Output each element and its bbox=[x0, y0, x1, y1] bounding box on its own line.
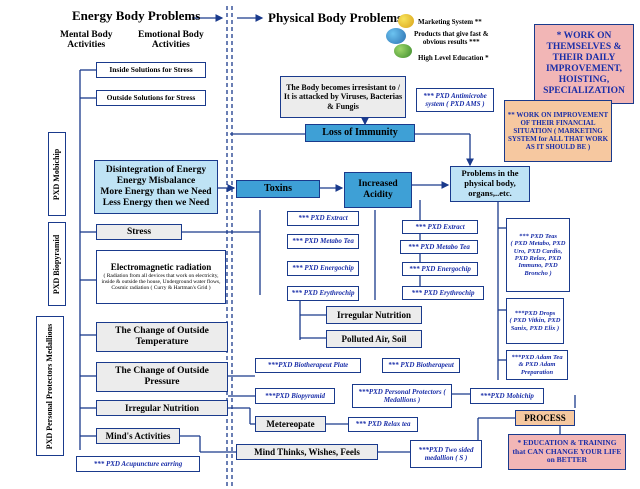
irregular-nutrition-left: Irregular Nutrition bbox=[96, 400, 228, 416]
pxd-adam-tea-product[interactable]: ***PXD Adam Tea & PXD Adam Preparation bbox=[506, 350, 568, 380]
polluted-air-soil: Polluted Air, Soil bbox=[326, 330, 422, 348]
globe-icon bbox=[386, 28, 406, 44]
pxd-mobichip-vertical-label: PXD Mobichip bbox=[48, 132, 66, 216]
outside-stress-solutions[interactable]: Outside Solutions for Stress bbox=[96, 90, 206, 106]
inside-stress-solutions[interactable]: Inside Solutions for Stress bbox=[96, 62, 206, 78]
stress-box: Stress bbox=[96, 224, 182, 240]
mid-energochip-product[interactable]: *** PXD Energochip bbox=[287, 261, 359, 276]
legend-marketing: Marketing System ** bbox=[418, 18, 482, 26]
right-erythrochip-product[interactable]: *** PXD Erythrochip bbox=[402, 286, 484, 300]
work-on-financial-panel: ** WORK ON IMPROVEMENT OF THEIR FINANCIA… bbox=[504, 100, 612, 162]
process-button[interactable]: PROCESS bbox=[515, 410, 575, 426]
mid-metabo-tea-product[interactable]: *** PXD Metabo Tea bbox=[287, 234, 359, 249]
pxd-medallions-vertical-label: PXD Personal Protectors Medallions bbox=[36, 316, 64, 456]
increased-acidity-box: Increased Acidity bbox=[344, 172, 412, 208]
antimicrobe-product[interactable]: *** PXD Antimicrobe system ( PXD AMS ) bbox=[416, 88, 494, 112]
disintegration-of-energy-box: Disintegration of Energy Energy Misbalan… bbox=[94, 160, 218, 214]
electromagnetic-radiation-box: Electromagnetic radiation ( Radiation fr… bbox=[96, 250, 226, 304]
right-metabo-tea-product[interactable]: *** PXD Metabo Tea bbox=[400, 240, 478, 254]
work-on-themselves-panel: * WORK ON THEMSELVES & THEIR DAILY IMPRO… bbox=[534, 24, 634, 104]
mid-extract-product[interactable]: *** PXD Extract bbox=[287, 211, 359, 226]
globe-icon bbox=[394, 44, 412, 58]
body-irresistant-box: The Body becomes irresistant to / It is … bbox=[280, 76, 406, 118]
em-radiation-title: Electromagnetic radiation bbox=[110, 262, 212, 273]
pxd-biopyramid-vertical-label: PXD Biopyramid bbox=[48, 222, 66, 306]
globe-icon bbox=[398, 14, 414, 28]
em-radiation-desc: ( Radiation from all devices that work o… bbox=[101, 272, 221, 292]
right-extract-product[interactable]: *** PXD Extract bbox=[402, 220, 478, 234]
meteoropate-box: Metereopate bbox=[255, 416, 326, 432]
pxd-teas-product[interactable]: *** PXD Teas ( PXD Metabo, PXD Uro, PXD … bbox=[506, 218, 570, 292]
legend-products: Products that give fast & obvious result… bbox=[414, 30, 489, 46]
problems-physical-body-box: Problems in the physical body, organs,..… bbox=[450, 166, 530, 202]
acupuncture-earring-product[interactable]: *** PXD Acupuncture earring bbox=[76, 456, 200, 472]
loss-of-immunity-box: Loss of Immunity bbox=[305, 124, 415, 142]
outside-temperature-box: The Change of Outside Temperature bbox=[96, 322, 228, 352]
education-training-panel: * EDUCATION & TRAINING that CAN CHANGE Y… bbox=[508, 434, 626, 470]
biotherapeut-plate-product[interactable]: ***PXD Biotherapeut Plate bbox=[255, 358, 361, 373]
irregular-nutrition-mid: Irregular Nutrition bbox=[326, 306, 422, 324]
legend-education: High Level Education * bbox=[418, 54, 489, 62]
minds-activities-box: Mind's Activities bbox=[96, 428, 180, 444]
toxins-box: Toxins bbox=[236, 180, 320, 198]
relax-tea-product[interactable]: *** PXD Relax tea bbox=[348, 417, 418, 432]
physical-body-problems-title: Physical Body Problems bbox=[268, 10, 403, 25]
biotherapeut-product[interactable]: *** PXD Biotherapeut bbox=[382, 358, 460, 373]
two-sided-medallion-product[interactable]: ***PXD Two sided medallion ( S ) bbox=[410, 440, 482, 468]
biopyramid-product[interactable]: ***PXD Biopyramid bbox=[255, 388, 335, 404]
mid-erythrochip-product[interactable]: *** PXD Erythrochip bbox=[287, 286, 359, 301]
right-energochip-product[interactable]: *** PXD Energochip bbox=[402, 262, 478, 276]
energy-body-problems-title: Energy Body Problems bbox=[72, 8, 201, 23]
mind-thinks-box: Mind Thinks, Wishes, Feels bbox=[236, 444, 378, 460]
mobichip-product[interactable]: ***PXD Mobichip bbox=[470, 388, 544, 404]
mental-body-label: Mental Body Activities bbox=[60, 30, 113, 50]
outside-pressure-box: The Change of Outside Pressure bbox=[96, 362, 228, 392]
personal-protectors-product[interactable]: ***PXD Personal Protectors ( Medallions … bbox=[352, 384, 452, 408]
emotional-body-label: Emotional Body Activities bbox=[138, 30, 204, 50]
pxd-drops-product[interactable]: ***PXD Drops ( PXD Vitkin, PXD Sanix, PX… bbox=[506, 298, 564, 344]
